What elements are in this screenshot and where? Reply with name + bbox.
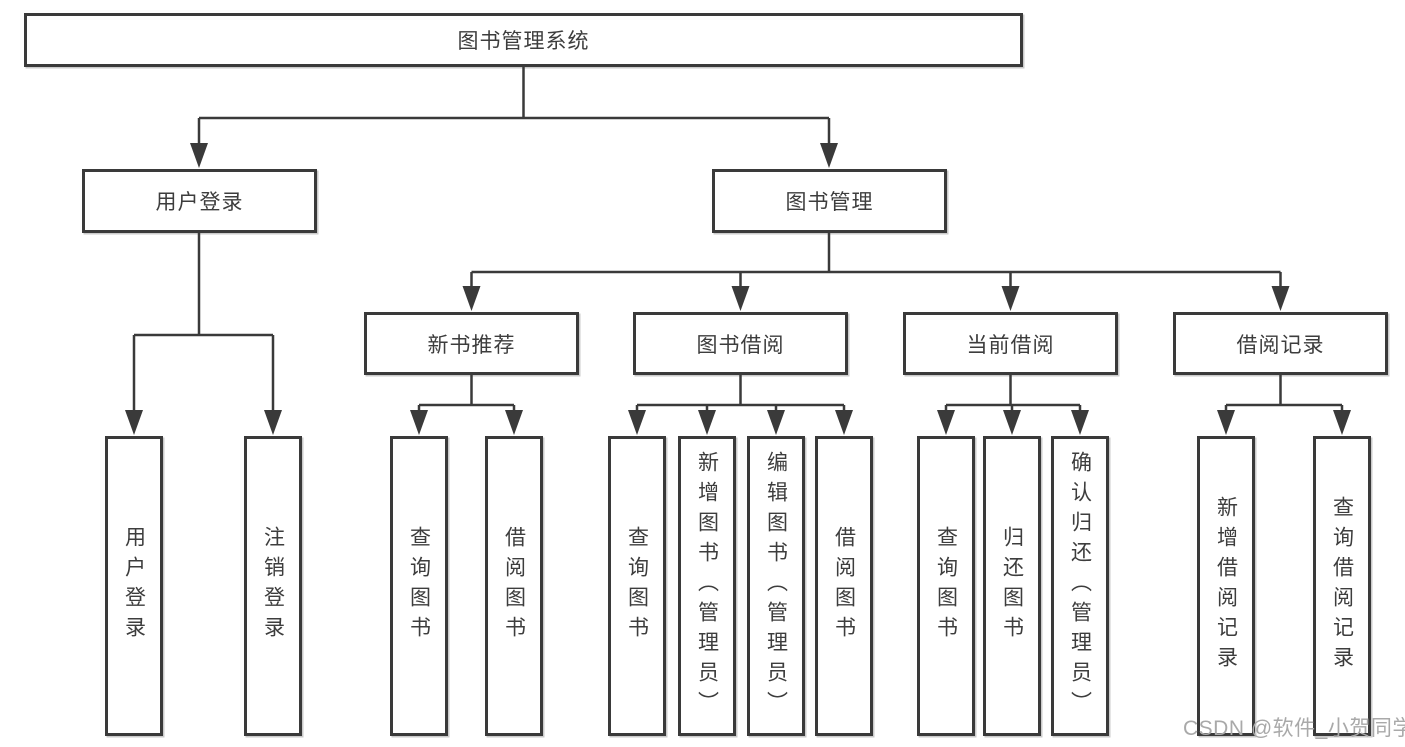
node-leaf-query-borrow-record: 查询借阅记录: [1313, 436, 1371, 736]
node-leaf-user-login: 用户登录: [105, 436, 163, 736]
node-borrow-records: 借阅记录: [1173, 312, 1388, 375]
node-user-login-group: 用户登录: [82, 169, 317, 233]
node-book-management: 图书管理: [712, 169, 947, 233]
node-leaf-query-books-1: 查询图书: [390, 436, 448, 736]
node-leaf-edit-books-admin: 编辑图书（管理员）: [747, 436, 805, 736]
node-leaf-borrow-books-2: 借阅图书: [815, 436, 873, 736]
watermark: CSDN @软件_小贺同学: [1183, 717, 1405, 740]
node-new-book-recommend: 新书推荐: [364, 312, 579, 375]
node-leaf-logout: 注销登录: [244, 436, 302, 736]
node-book-borrow: 图书借阅: [633, 312, 848, 375]
node-leaf-query-books-3: 查询图书: [917, 436, 975, 736]
node-root: 图书管理系统: [24, 13, 1023, 67]
node-leaf-query-books-2: 查询图书: [608, 436, 666, 736]
node-leaf-add-borrow-record: 新增借阅记录: [1197, 436, 1255, 736]
node-leaf-borrow-books-1: 借阅图书: [485, 436, 543, 736]
node-leaf-add-books-admin: 新增图书（管理员）: [678, 436, 736, 736]
node-leaf-return-books: 归还图书: [983, 436, 1041, 736]
node-leaf-confirm-return-admin: 确认归还（管理员）: [1051, 436, 1109, 736]
node-current-borrow: 当前借阅: [903, 312, 1118, 375]
